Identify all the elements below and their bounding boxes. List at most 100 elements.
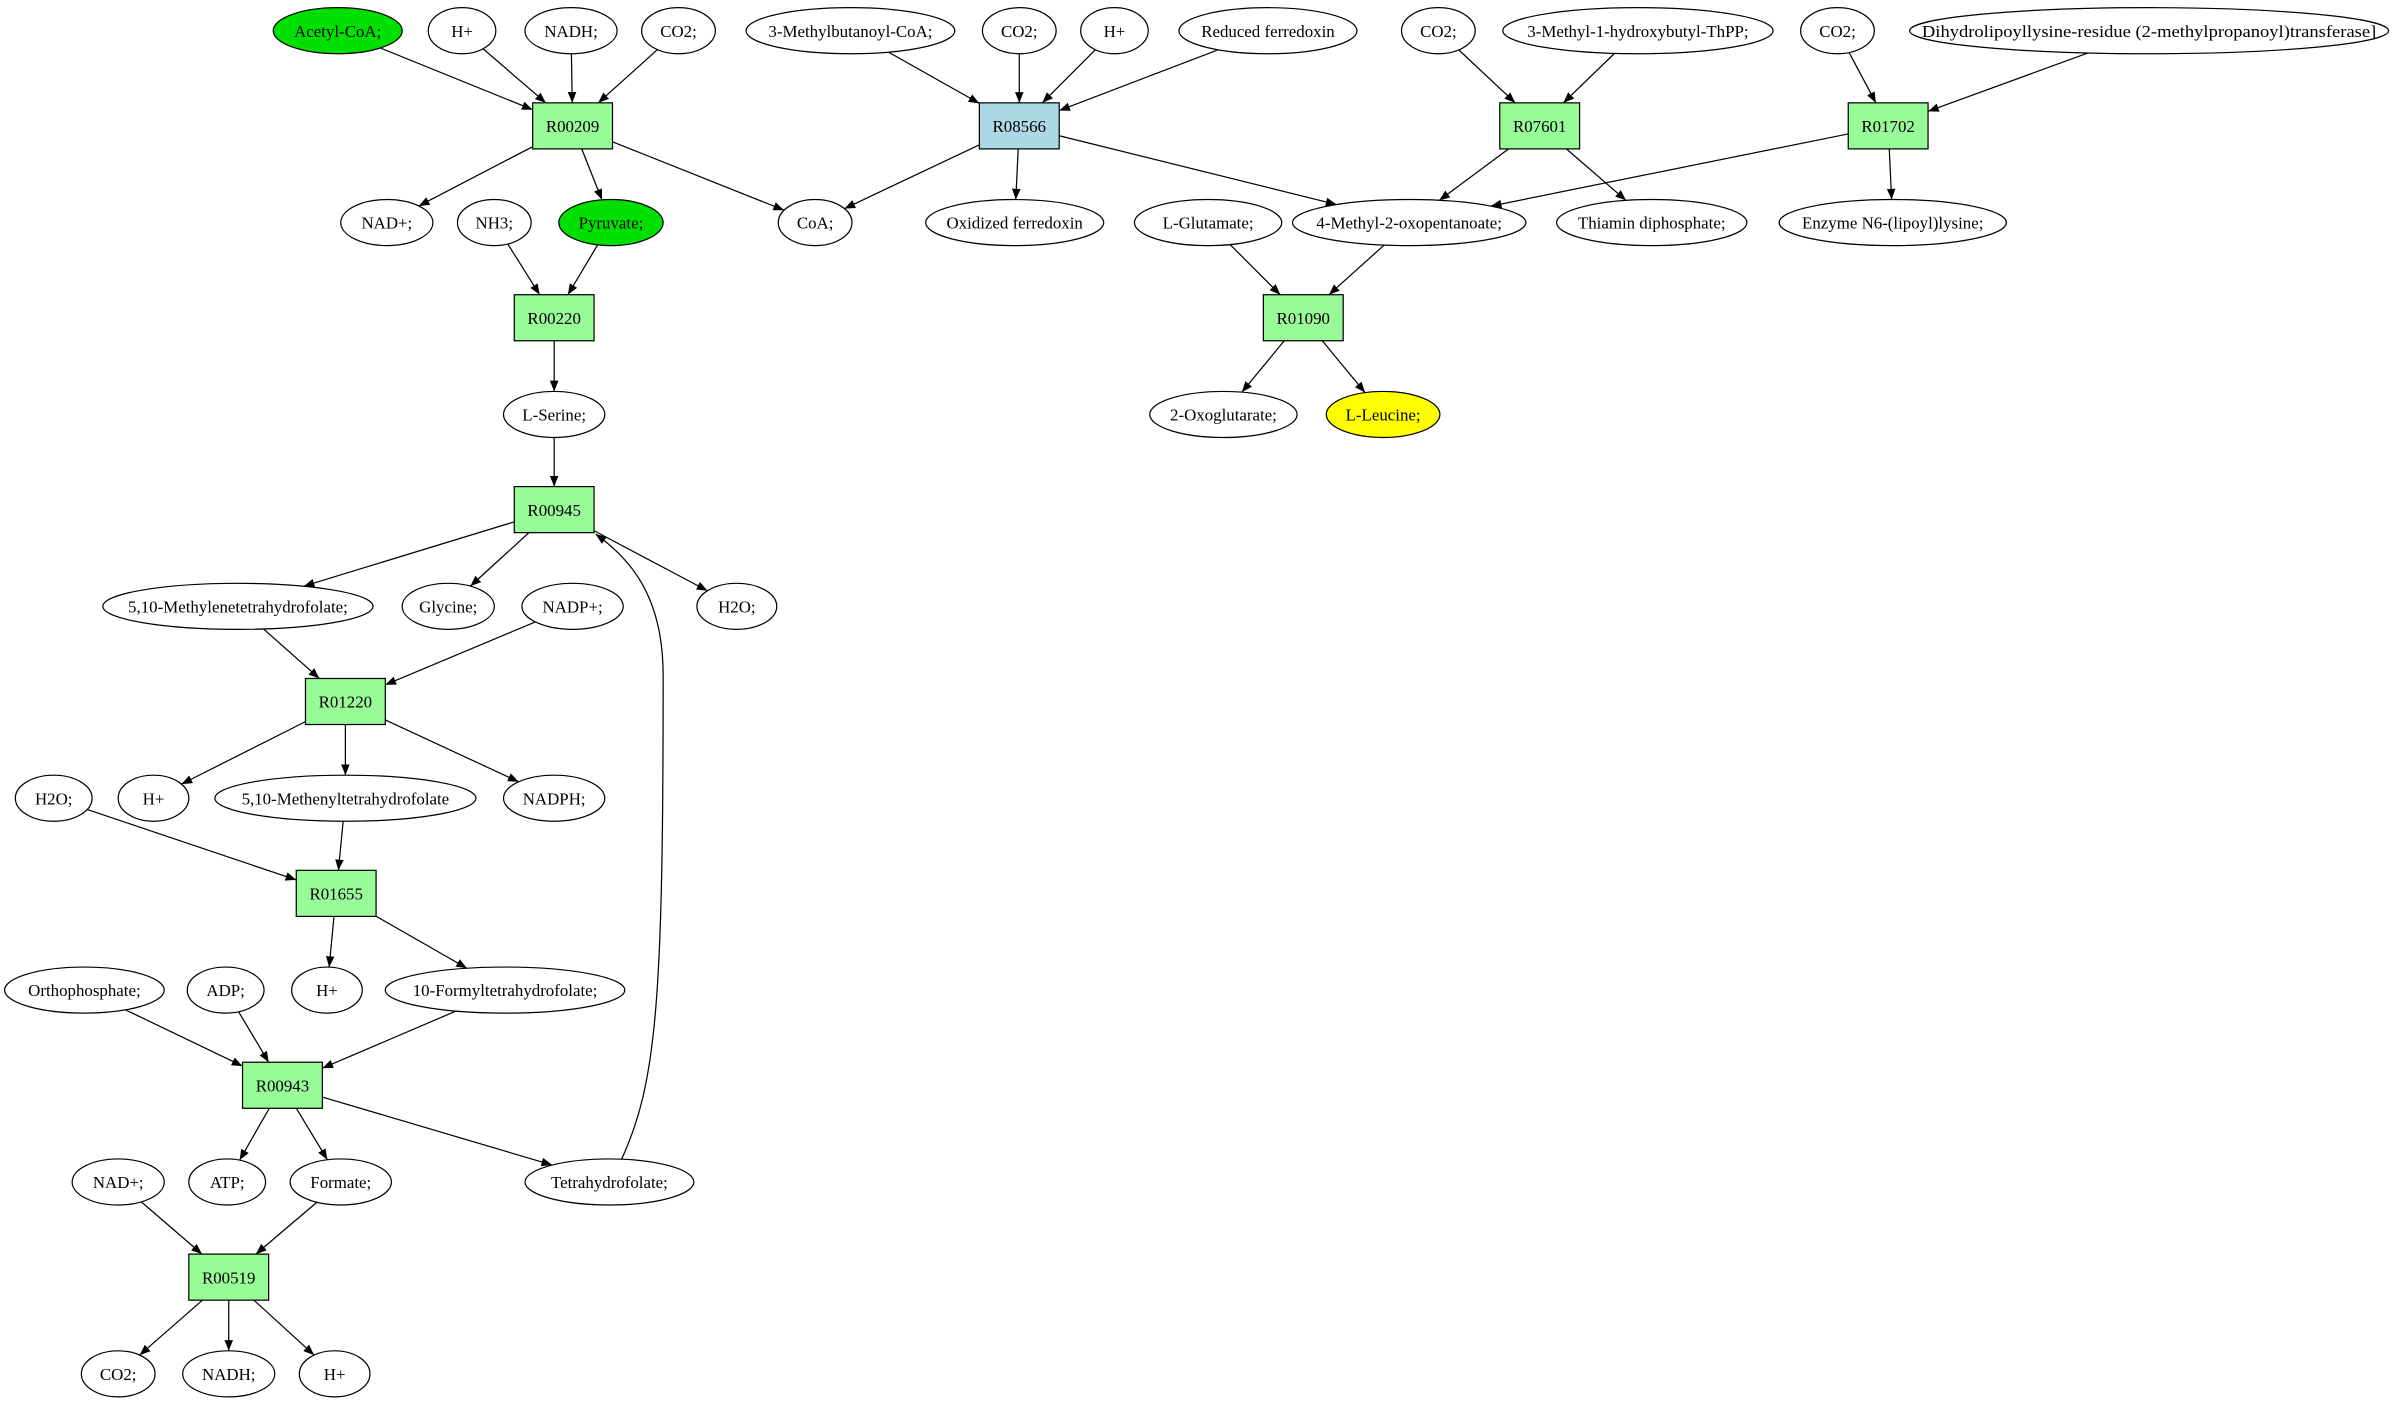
- compound-node-nadh2[interactable]: NADH;: [182, 1350, 276, 1398]
- compound-ellipse: [502, 774, 606, 822]
- compound-node-pyr[interactable]: Pyruvate;: [558, 198, 664, 247]
- compound-node-ser[interactable]: L-Serine;: [502, 390, 606, 439]
- node-label: CoA;: [797, 214, 834, 233]
- compound-node-co2d[interactable]: CO2;: [1800, 7, 1875, 55]
- compound-node-co2a[interactable]: CO2;: [641, 7, 716, 55]
- reaction-box: [304, 677, 386, 726]
- compound-ellipse: [1400, 7, 1476, 55]
- reaction-node-R00209[interactable]: R00209: [532, 102, 614, 150]
- compound-ellipse: [1555, 198, 1748, 247]
- compound-ellipse: [401, 582, 495, 630]
- node-label: R00943: [256, 1076, 309, 1095]
- compound-node-mop[interactable]: 4-Methyl-2-oxopentanoate;: [1291, 198, 1527, 247]
- compound-node-co2b[interactable]: CO2;: [981, 7, 1057, 55]
- compound-node-h5[interactable]: H+: [298, 1350, 371, 1398]
- compound-node-mb[interactable]: 3-Methylbutanoyl-CoA;: [745, 7, 956, 55]
- compound-ellipse: [981, 7, 1057, 55]
- node-label: CO2;: [100, 1365, 137, 1384]
- compound-ellipse: [1325, 390, 1441, 439]
- compound-node-leu[interactable]: L-Leucine;: [1325, 390, 1441, 439]
- compound-ellipse: [524, 1158, 695, 1206]
- compound-node-glu[interactable]: L-Glutamate;: [1133, 198, 1283, 247]
- compound-ellipse: [524, 7, 618, 55]
- compound-node-nadh1[interactable]: NADH;: [524, 7, 618, 55]
- node-label: R07601: [1513, 117, 1566, 136]
- compound-node-gly[interactable]: Glycine;: [401, 582, 495, 630]
- compound-node-menthf[interactable]: 5,10-Methenyltetrahydrofolate: [214, 774, 477, 822]
- reaction-node-R08566[interactable]: R08566: [978, 102, 1060, 150]
- node-label: NADH;: [544, 22, 597, 41]
- node-label: CO2;: [660, 22, 697, 41]
- compound-node-nadp[interactable]: NADP+;: [521, 582, 624, 630]
- compound-node-form[interactable]: Formate;: [289, 1158, 393, 1206]
- edge-glu-to-R01090: [1229, 244, 1281, 296]
- compound-node-oxf[interactable]: Oxidized ferredoxin: [925, 198, 1105, 247]
- node-label: NADPH;: [523, 789, 586, 808]
- node-label: R00519: [202, 1268, 255, 1287]
- compound-node-nad2[interactable]: NAD+;: [71, 1158, 165, 1206]
- compound-node-acetyl[interactable]: Acetyl-CoA;: [272, 7, 403, 55]
- compound-node-dihyd[interactable]: Dihydrolipoyllysine-residue (2-methylpro…: [1909, 7, 2390, 55]
- node-label: H+: [143, 789, 165, 808]
- compound-ellipse: [188, 1158, 267, 1206]
- edge-h1-to-R00209: [482, 48, 547, 104]
- reaction-node-R00945[interactable]: R00945: [513, 485, 595, 534]
- reaction-node-R00943[interactable]: R00943: [241, 1061, 323, 1109]
- node-label: CO2;: [1819, 22, 1856, 41]
- node-label: R01655: [309, 885, 362, 904]
- compound-ellipse: [272, 7, 403, 55]
- edge-nh3-to-R00220: [507, 243, 541, 296]
- compound-node-nadph[interactable]: NADPH;: [502, 774, 606, 822]
- compound-ellipse: [521, 582, 624, 630]
- edge-form-to-R00519: [255, 1201, 318, 1255]
- compound-ellipse: [298, 1350, 371, 1398]
- node-label: Glycine;: [419, 597, 477, 616]
- node-label: ATP;: [210, 1173, 245, 1192]
- compound-node-co2c[interactable]: CO2;: [1400, 7, 1476, 55]
- edge-R00943-to-form: [295, 1107, 328, 1161]
- reaction-node-R01220[interactable]: R01220: [304, 677, 386, 726]
- compound-node-tdp[interactable]: Thiamin diphosphate;: [1555, 198, 1748, 247]
- compound-node-redf[interactable]: Reduced ferredoxin: [1178, 7, 1358, 55]
- reaction-box: [295, 869, 377, 918]
- compound-node-h2o1[interactable]: H2O;: [696, 582, 778, 630]
- compound-node-mh[interactable]: 3-Methyl-1-hydroxybutyl-ThPP;: [1502, 7, 1774, 55]
- edge-R01702-to-enz: [1886, 148, 1896, 200]
- reaction-node-R01702[interactable]: R01702: [1847, 102, 1929, 150]
- compound-ellipse: [558, 198, 664, 247]
- compound-node-h4[interactable]: H+: [291, 966, 363, 1014]
- compound-node-fthf[interactable]: 10-Formyltetrahydrofolate;: [384, 966, 626, 1014]
- compound-ellipse: [289, 1158, 393, 1206]
- compound-node-h1[interactable]: H+: [427, 7, 497, 55]
- edge-mb-to-R08566: [888, 51, 980, 104]
- compound-node-co2e[interactable]: CO2;: [80, 1350, 156, 1398]
- compound-node-h2o2[interactable]: H2O;: [14, 774, 93, 822]
- edge-R00945-to-gly: [469, 532, 530, 587]
- reaction-node-R01655[interactable]: R01655: [295, 869, 377, 918]
- compound-node-nh3[interactable]: NH3;: [456, 198, 532, 247]
- edge-dihyd-to-R01702: [1927, 52, 2089, 112]
- compound-node-pi[interactable]: Orthophosphate;: [3, 966, 165, 1014]
- compound-node-atp[interactable]: ATP;: [188, 1158, 267, 1206]
- compound-ellipse: [291, 966, 363, 1014]
- reaction-node-R00519[interactable]: R00519: [188, 1253, 270, 1301]
- compound-node-adp[interactable]: ADP;: [186, 966, 265, 1014]
- compound-node-nad1[interactable]: NAD+;: [340, 198, 434, 247]
- compound-ellipse: [456, 198, 532, 247]
- edge-adp-to-R00943: [238, 1011, 270, 1063]
- compound-node-h3[interactable]: H+: [117, 774, 190, 822]
- compound-node-enz[interactable]: Enzyme N6-(lipoyl)lysine;: [1778, 198, 2007, 247]
- edge-R01220-to-h3: [181, 721, 306, 785]
- edge-pyr-to-R00220: [567, 244, 599, 296]
- compound-node-mthf[interactable]: 5,10-Methylenetetrahydrofolate;: [102, 582, 374, 630]
- compound-node-coa[interactable]: CoA;: [777, 198, 853, 247]
- compound-node-thf[interactable]: Tetrahydrofolate;: [524, 1158, 695, 1206]
- compound-node-h2[interactable]: H+: [1080, 7, 1149, 55]
- reaction-node-R07601[interactable]: R07601: [1499, 102, 1581, 150]
- nodes-layer: Acetyl-CoA; H+ NADH; CO2; 3-Methylbutanoyl-C…: [3, 7, 2390, 1398]
- compound-node-oxg[interactable]: 2-Oxoglutarate;: [1149, 390, 1298, 439]
- edge-R08566-to-mop: [1059, 135, 1337, 207]
- reaction-node-R01090[interactable]: R01090: [1262, 294, 1344, 342]
- reaction-node-R00220[interactable]: R00220: [513, 294, 595, 342]
- edge-R00945-to-h2o1: [593, 530, 708, 592]
